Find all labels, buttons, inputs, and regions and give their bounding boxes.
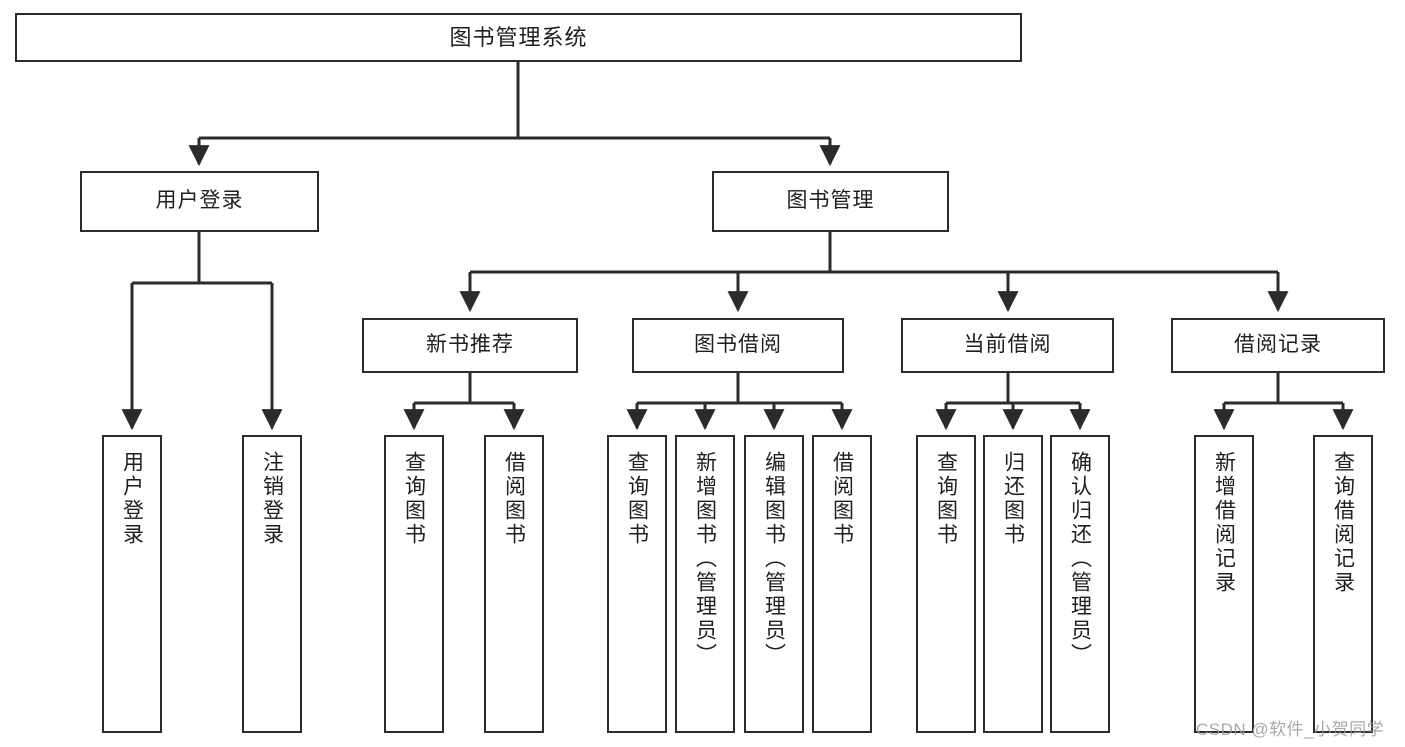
node-label: 图书管理系统 (449, 24, 588, 50)
node-label: 借阅图书 (830, 451, 854, 547)
leaf-book-borrow-edit[interactable]: 编辑图书（管理员） (744, 435, 804, 733)
node-book-borrow[interactable]: 图书借阅 (632, 318, 844, 373)
node-label: 用户登录 (155, 189, 244, 213)
node-label: 新增借阅记录 (1212, 451, 1236, 595)
node-current-borrow[interactable]: 当前借阅 (901, 318, 1114, 373)
leaf-book-borrow-borrow[interactable]: 借阅图书 (812, 435, 872, 733)
leaf-current-borrow-query[interactable]: 查询图书 (916, 435, 976, 733)
node-root-system[interactable]: 图书管理系统 (15, 13, 1022, 62)
csdn-watermark: CSDN @软件_小贺同学 (1196, 720, 1385, 739)
leaf-user-login-login[interactable]: 用户登录 (102, 435, 162, 733)
node-book-management[interactable]: 图书管理 (712, 171, 949, 232)
node-borrow-record[interactable]: 借阅记录 (1171, 318, 1385, 373)
node-user-login[interactable]: 用户登录 (80, 171, 319, 232)
node-label: 注销登录 (260, 451, 284, 547)
node-label: 新书推荐 (426, 333, 514, 357)
node-label: 查询借阅记录 (1331, 451, 1355, 595)
leaf-current-borrow-return[interactable]: 归还图书 (983, 435, 1043, 733)
leaf-new-book-borrow[interactable]: 借阅图书 (484, 435, 544, 733)
leaf-user-login-logout[interactable]: 注销登录 (242, 435, 302, 733)
node-label: 当前借阅 (963, 333, 1052, 357)
node-label: 查询图书 (934, 451, 958, 547)
leaf-book-borrow-query[interactable]: 查询图书 (607, 435, 667, 733)
leaf-book-borrow-add[interactable]: 新增图书（管理员） (675, 435, 735, 733)
node-label: 用户登录 (120, 451, 144, 547)
leaf-borrow-record-query[interactable]: 查询借阅记录 (1313, 435, 1373, 733)
leaf-current-borrow-confirm[interactable]: 确认归还（管理员） (1050, 435, 1110, 733)
node-label: 编辑图书（管理员） (762, 451, 786, 667)
node-label: 查询图书 (625, 451, 649, 547)
node-label: 新增图书（管理员） (693, 451, 717, 667)
leaf-borrow-record-add[interactable]: 新增借阅记录 (1194, 435, 1254, 733)
node-label: 查询图书 (402, 451, 426, 547)
leaf-new-book-query[interactable]: 查询图书 (384, 435, 444, 733)
node-label: 图书管理 (786, 189, 875, 213)
node-new-book-recommend[interactable]: 新书推荐 (362, 318, 578, 373)
node-label: 借阅图书 (502, 451, 526, 547)
node-label: 借阅记录 (1234, 333, 1322, 357)
node-label: 归还图书 (1001, 451, 1025, 547)
node-label: 图书借阅 (694, 333, 782, 357)
node-label: 确认归还（管理员） (1068, 451, 1092, 667)
